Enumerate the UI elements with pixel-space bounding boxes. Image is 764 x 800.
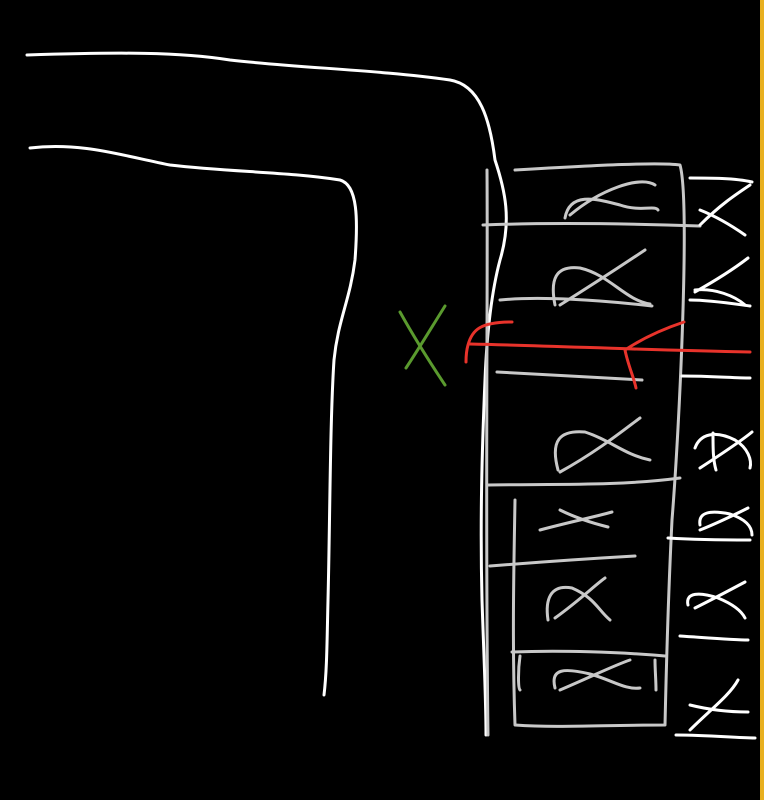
route-line [468, 342, 752, 354]
route-arrowhead-right [623, 320, 686, 390]
side-column-line-b [680, 374, 752, 380]
grid-row-line-5 [488, 554, 637, 568]
crossed-cell-3 [553, 416, 652, 474]
right-edge-bar [760, 0, 764, 800]
side-crossed-1 [698, 183, 752, 237]
outer-wall-outline [25, 51, 508, 737]
inner-wall-outline [28, 144, 358, 697]
target-x-mark [398, 304, 447, 387]
side-crossed-2 [693, 256, 750, 307]
crossed-cell-5 [545, 576, 612, 622]
side-column-bottom-line [674, 733, 757, 740]
storage-grid [481, 162, 757, 740]
grid-right-line [511, 162, 686, 728]
side-column-line-d [678, 634, 750, 642]
crossed-cell-2 [551, 248, 652, 307]
grid-row-line-1 [481, 221, 702, 228]
crossed-cell-4 [538, 508, 614, 532]
crossed-cell-6 [517, 654, 658, 692]
route-arrow [464, 320, 752, 390]
side-crossed-4 [698, 506, 754, 537]
side-crossed-3 [693, 430, 754, 472]
side-crossed-5 [686, 580, 747, 620]
grid-row-line-6 [510, 649, 667, 658]
route-arrowhead-left [464, 320, 514, 364]
grid-row-line-2 [498, 296, 654, 308]
side-column-line-c [666, 536, 752, 542]
side-column-top-line [688, 176, 754, 184]
grid-left-line [485, 168, 490, 737]
grid-row-line-4 [486, 476, 682, 487]
side-crossed-6 [688, 678, 750, 732]
grid-row-line-3 [495, 370, 644, 382]
crossed-cell-1 [563, 180, 660, 220]
